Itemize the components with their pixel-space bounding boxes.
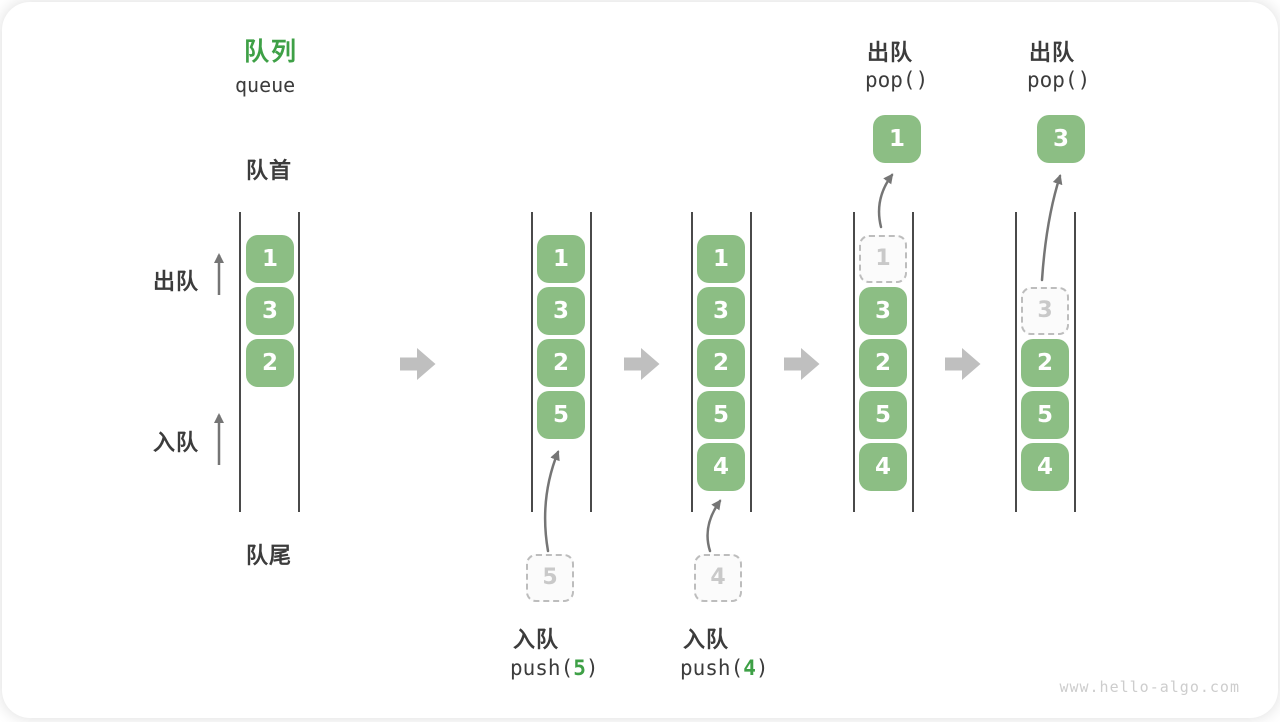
push-code-arg: 5 bbox=[573, 656, 586, 680]
queue-item: 1 bbox=[537, 235, 585, 283]
pop-op-code: pop() bbox=[1027, 68, 1091, 92]
dequeue-direction-label: 出队 bbox=[153, 269, 200, 294]
queue-item: 5 bbox=[859, 391, 907, 439]
enqueue-direction-label: 入队 bbox=[153, 430, 200, 455]
queue-channel bbox=[1015, 212, 1076, 512]
queue-item: 5 bbox=[1021, 391, 1069, 439]
pop-op-code: pop() bbox=[865, 68, 929, 92]
queue-item: 3 bbox=[859, 287, 907, 335]
queue-channel bbox=[691, 212, 752, 512]
diagram-title-zh: 队列 bbox=[244, 38, 299, 66]
queue-front-label: 队首 bbox=[246, 158, 293, 183]
popped-slot-ghost: 1 bbox=[859, 235, 907, 283]
push-code-suffix: ) bbox=[585, 656, 599, 680]
queue-item: 3 bbox=[697, 287, 745, 335]
diagram-title-en: queue bbox=[235, 73, 296, 97]
queue-item: 5 bbox=[697, 391, 745, 439]
queue-item: 2 bbox=[859, 339, 907, 387]
flow-arrow-icon bbox=[400, 348, 436, 380]
popped-item: 1 bbox=[873, 115, 921, 163]
queue-item: 2 bbox=[246, 339, 294, 387]
push-op-code: push(5) bbox=[510, 656, 599, 680]
queue-item: 1 bbox=[697, 235, 745, 283]
push-code-arg: 4 bbox=[743, 656, 756, 680]
watermark: www.hello-algo.com bbox=[1059, 678, 1240, 696]
flow-arrow-icon bbox=[624, 348, 660, 380]
push-code-prefix: push( bbox=[680, 656, 744, 680]
flow-arrow-icon bbox=[784, 348, 820, 380]
push-op-code: push(4) bbox=[680, 656, 769, 680]
pop-op-label-zh: 出队 bbox=[867, 40, 914, 65]
queue-rear-label: 队尾 bbox=[246, 543, 293, 568]
queue-channel bbox=[531, 212, 592, 512]
queue-channel bbox=[853, 212, 914, 512]
push-op-label-zh: 入队 bbox=[683, 627, 730, 652]
queue-item: 4 bbox=[859, 443, 907, 491]
popped-slot-ghost: 3 bbox=[1021, 287, 1069, 335]
queue-channel bbox=[239, 212, 300, 512]
popped-item: 3 bbox=[1037, 115, 1085, 163]
queue-item: 2 bbox=[537, 339, 585, 387]
incoming-item-ghost: 5 bbox=[526, 554, 574, 602]
queue-item: 4 bbox=[697, 443, 745, 491]
queue-item: 5 bbox=[537, 391, 585, 439]
queue-item: 2 bbox=[1021, 339, 1069, 387]
queue-item: 3 bbox=[537, 287, 585, 335]
queue-item: 4 bbox=[1021, 443, 1069, 491]
push-code-prefix: push( bbox=[510, 656, 574, 680]
queue-item: 2 bbox=[697, 339, 745, 387]
queue-item: 3 bbox=[246, 287, 294, 335]
push-code-suffix: ) bbox=[755, 656, 769, 680]
queue-item: 1 bbox=[246, 235, 294, 283]
push-op-label-zh: 入队 bbox=[513, 627, 560, 652]
flow-arrow-icon bbox=[945, 348, 981, 380]
pop-op-label-zh: 出队 bbox=[1029, 40, 1076, 65]
incoming-item-ghost: 4 bbox=[694, 554, 742, 602]
